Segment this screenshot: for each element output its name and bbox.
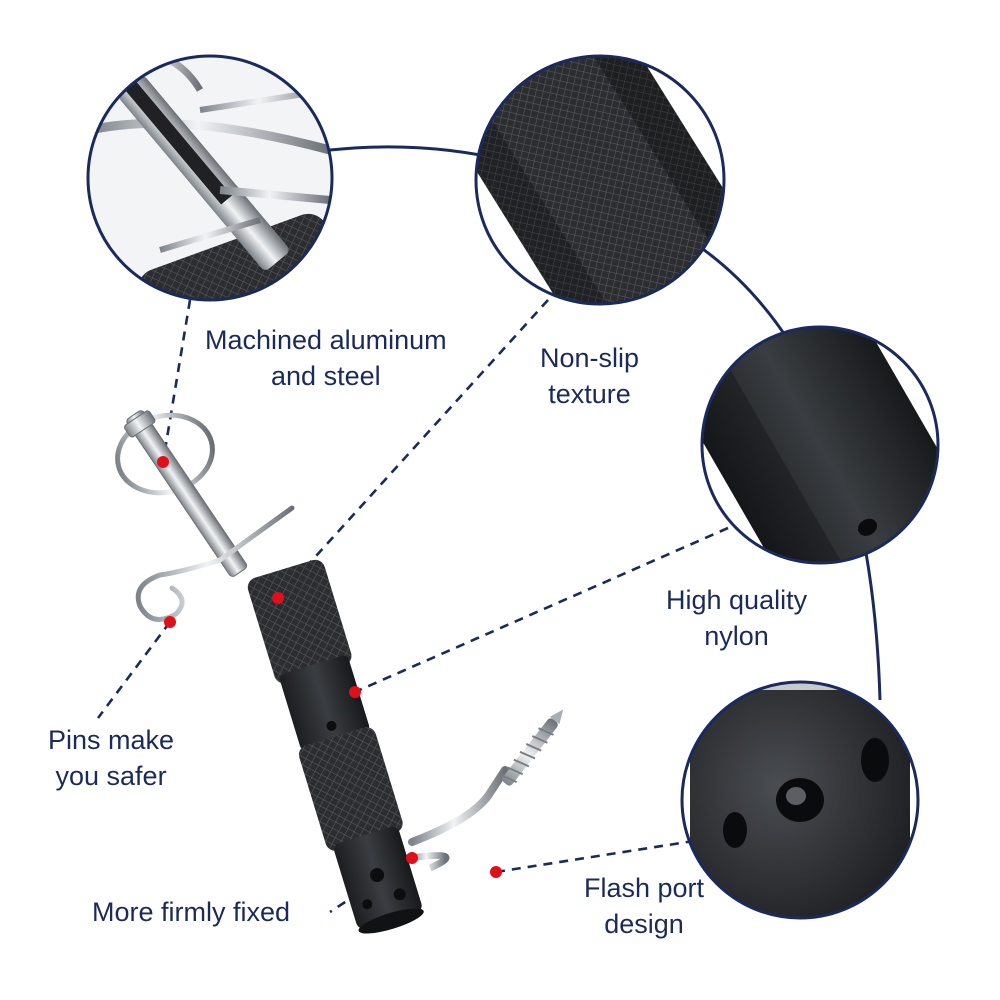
label-nylon-line1: High quality <box>666 585 808 615</box>
label-flash-line1: Flash port <box>584 873 705 903</box>
marker-flash <box>490 866 502 878</box>
safety-clip-icon <box>135 505 295 622</box>
label-aluminum-line2: and steel <box>271 361 381 391</box>
marker-nylon <box>349 686 361 698</box>
detail-circle-texture <box>474 54 726 306</box>
marker-texture <box>272 592 284 604</box>
leader-aluminum <box>161 299 192 463</box>
nylon-section <box>279 655 370 751</box>
detail-circle-nylon <box>700 325 940 565</box>
label-aluminum-line1: Machined aluminum <box>205 325 447 355</box>
label-fixed: More firmly fixed <box>92 894 290 930</box>
leader-texture <box>277 299 549 599</box>
label-pins-line2: you safer <box>55 761 167 791</box>
label-aluminum: Machined aluminum and steel <box>205 322 447 394</box>
knurled-grip-lower <box>298 727 403 851</box>
label-texture-line1: Non-slip <box>540 343 640 373</box>
product-illustration <box>115 410 564 934</box>
leader-flash <box>495 838 701 874</box>
label-pins-line1: Pins make <box>48 725 175 755</box>
label-fixed-line1: More firmly fixed <box>92 897 291 927</box>
label-pins: Pins make you safer <box>48 722 174 794</box>
knurled-grip-upper <box>247 559 352 684</box>
marker-aluminum <box>157 456 169 468</box>
marker-fixed <box>406 852 418 864</box>
leader-pins <box>96 621 172 719</box>
label-flash-line2: design <box>604 909 684 939</box>
label-flash: Flash port design <box>584 870 704 942</box>
label-texture: Non-slip texture <box>540 340 639 412</box>
screw-hook-icon <box>408 709 564 872</box>
label-nylon: High quality nylon <box>666 582 807 654</box>
label-texture-line2: texture <box>548 379 631 409</box>
marker-pins <box>164 616 176 628</box>
feature-markers <box>157 456 502 878</box>
detail-circle-aluminum <box>86 54 334 302</box>
detail-circle-flash <box>680 680 920 920</box>
leader-nylon <box>354 526 729 694</box>
steel-pin <box>126 410 248 577</box>
label-nylon-line2: nylon <box>704 621 769 651</box>
